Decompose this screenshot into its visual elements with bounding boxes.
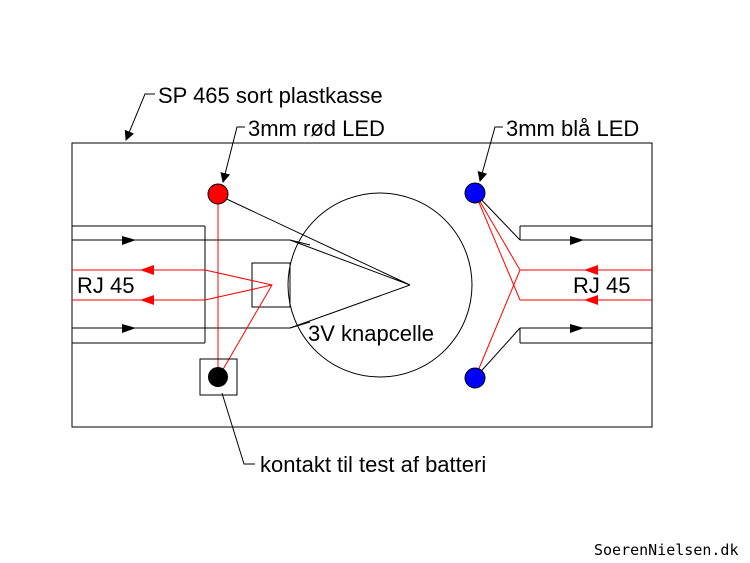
arrow-left-icon [140,265,154,275]
rj45-right-connector [519,225,652,344]
arrow-right-icon [570,324,584,333]
contact-dot [208,367,228,387]
label-box: SP 465 sort plastkasse [158,83,383,108]
arrow-right-icon [122,236,136,245]
label-rj45-right: RJ 45 [573,273,630,298]
arrow-right-icon [570,236,584,245]
arrow-left-icon [584,295,598,305]
enclosure-box [71,142,653,428]
blue-led-top [464,182,486,204]
label-battery: 3V knapcelle [308,321,434,346]
battery-test-contact [199,358,238,396]
trace-upper [205,239,311,246]
trace-lower [205,321,311,329]
credit-text: SoerenNielsen.dk [594,541,739,559]
battery-holder-tab [251,262,291,308]
arrow-left-icon [140,295,154,305]
leader-blue-led [477,126,503,182]
label-blue-led: 3mm blå LED [506,116,639,141]
leader-box [124,93,155,141]
rj45-left-connector [72,225,206,344]
label-red-led: 3mm rød LED [248,116,385,141]
red-led [207,183,229,205]
blue-led-bottom [464,367,486,389]
leader-contact [221,392,255,465]
label-rj45-left: RJ 45 [77,273,134,298]
leader-red-led [220,126,245,183]
arrow-right-icon [122,324,136,333]
button-cell-battery [287,192,473,378]
label-contact: kontakt til test af batteri [260,452,486,477]
arrow-left-icon [584,265,598,275]
